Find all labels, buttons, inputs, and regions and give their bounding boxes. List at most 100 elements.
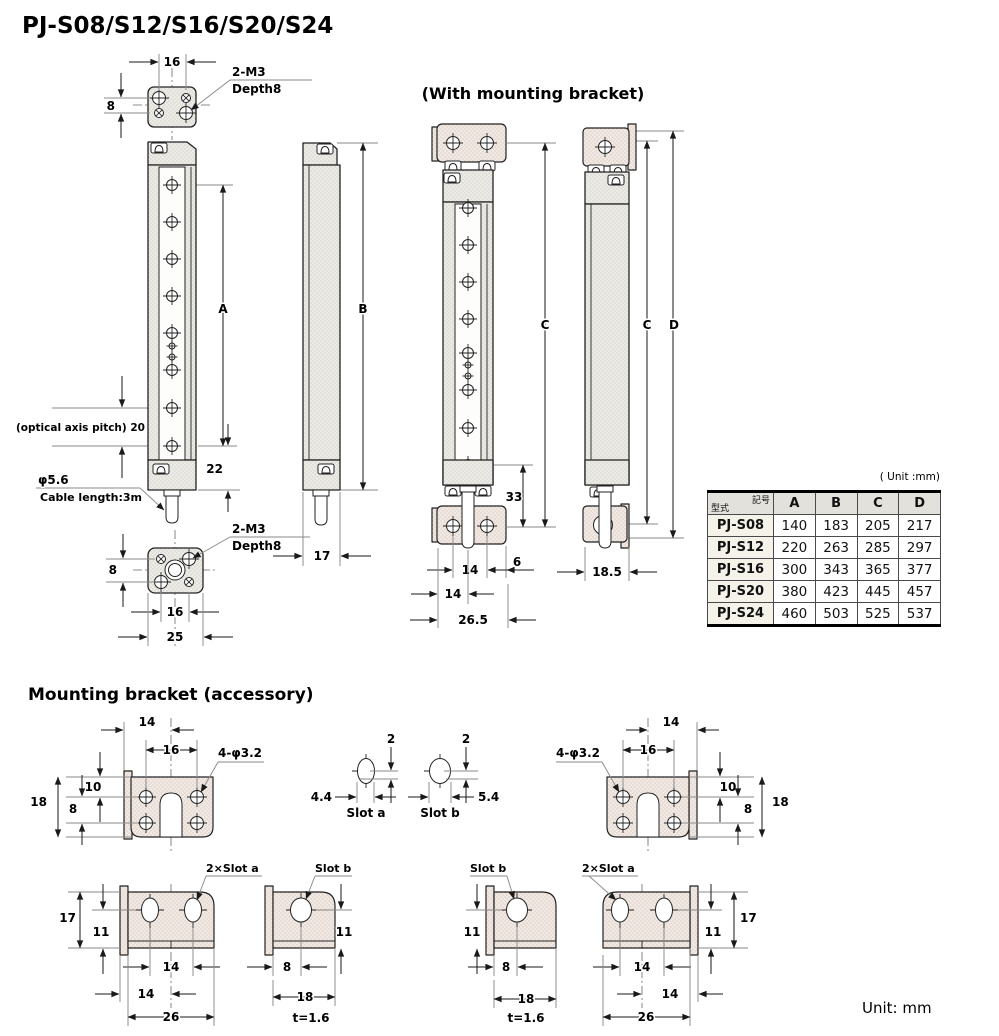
- value-cell: 365: [856, 558, 900, 581]
- bracket-plan-right: 14 16 4-φ3.2 10 8 18: [555, 714, 790, 852]
- optical-pitch-label: (optical axis pitch) 20: [16, 422, 145, 434]
- end-cap-detail: [150, 142, 168, 154]
- cable-stub: [314, 495, 328, 526]
- cable-stub: [165, 495, 179, 524]
- dim-22: 22: [206, 462, 223, 476]
- screw-depth-callout: Depth8: [232, 82, 281, 96]
- table-row: PJ-S12 220 263 285 297: [707, 536, 941, 559]
- table-row: PJ-S16 300 343 365 377: [707, 558, 941, 581]
- dim-26: 26: [638, 1010, 655, 1024]
- value-cell: 457: [898, 580, 941, 603]
- u-slot: [636, 792, 660, 838]
- dim-26: 26: [163, 1010, 180, 1024]
- value-cell: 343: [814, 558, 858, 581]
- hole-callout: 4-φ3.2: [556, 746, 600, 760]
- bracket-plate: [127, 891, 215, 949]
- slot-a-callout: 2×Slot a: [582, 862, 635, 875]
- dim-11: 11: [93, 925, 110, 939]
- screw-callout: 2-M3: [232, 65, 266, 79]
- dim-14-plan: 14: [663, 715, 680, 729]
- thickness-label: t=1.6: [507, 1011, 544, 1025]
- slot-a-label: Slot a: [346, 806, 385, 820]
- dim-14-holes: 14: [462, 563, 479, 577]
- screw-callout: 2-M3: [232, 522, 266, 536]
- dim-14-plan: 14: [139, 715, 156, 729]
- dim-B: B: [358, 302, 367, 316]
- cable-stub: [598, 491, 612, 549]
- col-header-a: A: [773, 491, 816, 515]
- slot-a-shape: [141, 897, 159, 923]
- value-cell: 285: [856, 536, 900, 559]
- dim-25-bottom: 25: [167, 630, 184, 644]
- screw-icon: [184, 577, 194, 587]
- value-cell: 460: [773, 602, 816, 626]
- end-cap-detail: [317, 463, 335, 475]
- dim-8-top: 8: [107, 99, 115, 113]
- cable-stub: [461, 491, 475, 549]
- value-cell: 140: [773, 514, 816, 537]
- spec-table: 記号 型式 A B C D PJ-S08 140 183 205 217 PJ-…: [707, 490, 941, 627]
- hole-callout: 4-φ3.2: [218, 746, 262, 760]
- dim-18: 18: [297, 990, 314, 1004]
- sensor-top-view: 16 8 2-M3 Depth8: [104, 54, 312, 140]
- dim-D: D: [669, 318, 679, 332]
- l-bracket-front-1: 2×Slot a 17 11 14 14 26: [58, 861, 262, 1026]
- slot-a-height: 2: [387, 732, 395, 746]
- dim-11: 11: [336, 925, 353, 939]
- slot-a-width: 4.4: [311, 790, 332, 804]
- dim-18-5: 18.5: [592, 565, 622, 579]
- screw-depth-callout: Depth8: [232, 539, 281, 553]
- sensor-bottom-view: 8 16 25 2-M3 Depth8: [106, 521, 310, 648]
- sensor-side-view: B 17: [273, 142, 378, 566]
- table-corner-cell: 記号 型式: [707, 491, 774, 515]
- value-cell: 445: [856, 580, 900, 603]
- mounting-bracket-heading: Mounting bracket (accessory): [28, 685, 314, 705]
- slot-b-callout: Slot b: [315, 862, 351, 875]
- slot-a-shape: [655, 897, 673, 923]
- sensor-front-view: A (optical axis pitch) 20 22 φ5.6 Cable …: [15, 141, 240, 524]
- dim-14-edge: 14: [662, 987, 679, 1001]
- screw-icon: [156, 554, 166, 564]
- cable-dia-label: φ5.6: [38, 473, 69, 487]
- slot-b-shape: [290, 897, 312, 923]
- value-cell: 525: [856, 602, 900, 626]
- value-cell: 537: [898, 602, 941, 626]
- end-cap-detail: [316, 143, 334, 155]
- slot-a-shape: [611, 897, 629, 923]
- dim-18-plan: 18: [30, 795, 47, 809]
- dim-10-plan: 10: [720, 780, 737, 794]
- table-row: PJ-S20 380 423 445 457: [707, 580, 941, 603]
- slot-b-callout: Slot b: [470, 862, 506, 875]
- dim-C2: C: [643, 318, 652, 332]
- screw-icon: [154, 108, 164, 118]
- table-unit-label: ( Unit :mm): [879, 471, 940, 483]
- value-cell: 217: [898, 514, 941, 537]
- model-cell: PJ-S24: [707, 602, 774, 626]
- end-cap-detail: [474, 485, 492, 497]
- table-row: PJ-S24 460 503 525 537: [707, 602, 941, 626]
- value-cell: 423: [814, 580, 858, 603]
- thickness-label: t=1.6: [292, 1011, 329, 1025]
- model-cell: PJ-S16: [707, 558, 774, 581]
- corner-label-model: 型式: [711, 504, 730, 514]
- dim-16-bottom: 16: [167, 605, 184, 619]
- screw-icon: [181, 93, 191, 103]
- value-cell: 263: [814, 536, 858, 559]
- dim-8-plan: 8: [69, 802, 77, 816]
- end-cap-detail: [444, 485, 462, 497]
- value-cell: 380: [773, 580, 816, 603]
- l-bracket-front-4: 2×Slot a 17 11 14 14 26: [581, 861, 758, 1026]
- slot-b-label: Slot b: [420, 806, 460, 820]
- dim-17: 17: [740, 911, 757, 925]
- model-cell: PJ-S08: [707, 514, 774, 537]
- dim-8-bottom: 8: [109, 563, 117, 577]
- mounting-bracket-top: [436, 123, 507, 163]
- l-bracket-front-3: Slot b 11 8 18 t=1.6: [462, 861, 557, 1027]
- model-cell: PJ-S12: [707, 536, 774, 559]
- dim-26-5: 26.5: [458, 613, 488, 627]
- value-cell: 205: [856, 514, 900, 537]
- dim-14-slots: 14: [163, 960, 180, 974]
- slot-b-height: 2: [462, 732, 470, 746]
